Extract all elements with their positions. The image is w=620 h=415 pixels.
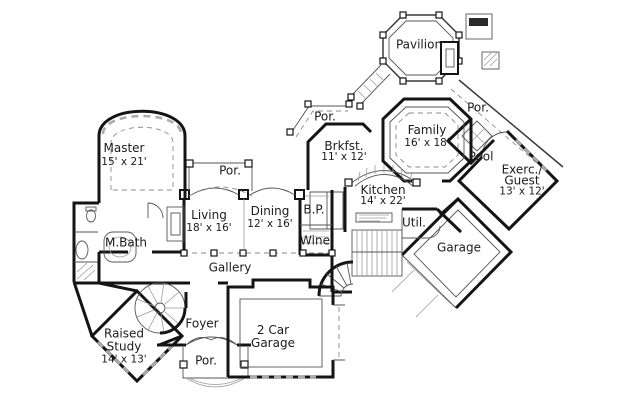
room-label-foyer: Foyer xyxy=(185,316,219,331)
room-label-por-living: Por. xyxy=(219,163,241,178)
room-label-butlers-pantry: B.P. xyxy=(303,202,325,217)
room-label-garage-right: Garage xyxy=(437,240,481,255)
room-label-living: Living 18' x 16' xyxy=(186,208,232,235)
utility-walls xyxy=(402,207,463,234)
room-label-gallery: Gallery xyxy=(208,260,252,275)
garage-right-walls xyxy=(400,196,514,310)
master-suite xyxy=(72,109,187,283)
room-label-master: Master 15' x 21' xyxy=(101,141,147,168)
two-car-garage-structure xyxy=(226,278,345,379)
room-label-master-bath: M.Bath xyxy=(104,235,148,250)
room-label-two-car-garage: 2 Car Garage xyxy=(251,323,295,350)
room-label-exercise-guest: Exerc./ Guest 13' x 12' xyxy=(499,162,545,198)
room-label-pavilion: Pavilion xyxy=(395,37,443,52)
study-foyer-area xyxy=(72,281,251,388)
tub-icon xyxy=(103,231,137,263)
kitchen-area xyxy=(309,164,421,232)
living-area xyxy=(166,159,253,252)
right-wing xyxy=(391,79,564,318)
guest-room-walls xyxy=(456,129,560,232)
room-label-utility: Util. xyxy=(402,215,426,230)
room-label-dining: Dining 12' x 16' xyxy=(247,204,293,231)
room-label-family: Family 16' x 18' xyxy=(404,123,450,150)
family-room xyxy=(381,97,473,183)
toilet-icon xyxy=(86,209,96,223)
walkway xyxy=(351,64,391,105)
pavilion-structure xyxy=(347,11,500,110)
room-label-raised-study: Raised Study 14' x 13' xyxy=(101,326,147,366)
room-label-por-breakfast: Por. xyxy=(314,109,336,124)
room-label-kitchen: Kitchen 14' x 22' xyxy=(360,183,406,207)
gallery-corridor xyxy=(74,249,336,285)
room-label-breakfast: Brkfst. 11' x 12' xyxy=(321,139,367,163)
room-label-wine: Wine xyxy=(300,233,330,248)
sink-icon xyxy=(75,240,89,260)
room-label-por-top-right: Por. xyxy=(467,100,489,115)
room-label-pool: Pool xyxy=(468,149,494,164)
main-staircase xyxy=(317,212,403,297)
room-label-por-front: Por. xyxy=(195,353,217,368)
fireplace-icon xyxy=(166,206,185,242)
breakfast-area xyxy=(286,100,373,190)
curved-steps-icon xyxy=(317,260,354,297)
pool-room-walls xyxy=(445,117,496,166)
fireplace-icon xyxy=(440,41,459,75)
